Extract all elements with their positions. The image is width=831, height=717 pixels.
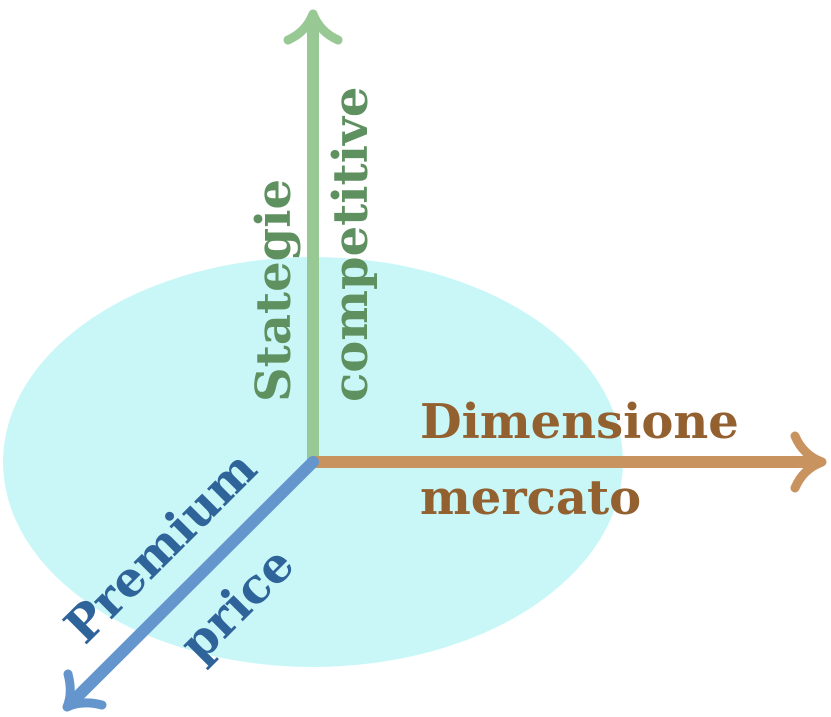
diagonal-axis-arrowhead: [62, 669, 107, 712]
vertical-axis-label-line2: competitive: [323, 87, 379, 402]
diagonal-axis-line: [66, 456, 319, 708]
horizontal-axis-label-line2: mercato: [420, 470, 641, 526]
horizontal-axis-arrowhead: [790, 431, 827, 493]
vertical-axis-arrowhead: [283, 9, 343, 45]
horizontal-axis: [307, 431, 827, 493]
vertical-axis-label-line1: Stategie: [246, 179, 302, 402]
horizontal-axis-label-line1: Dimensione: [420, 394, 739, 450]
vertical-axis: [283, 9, 343, 468]
diagonal-axis: [62, 456, 319, 712]
